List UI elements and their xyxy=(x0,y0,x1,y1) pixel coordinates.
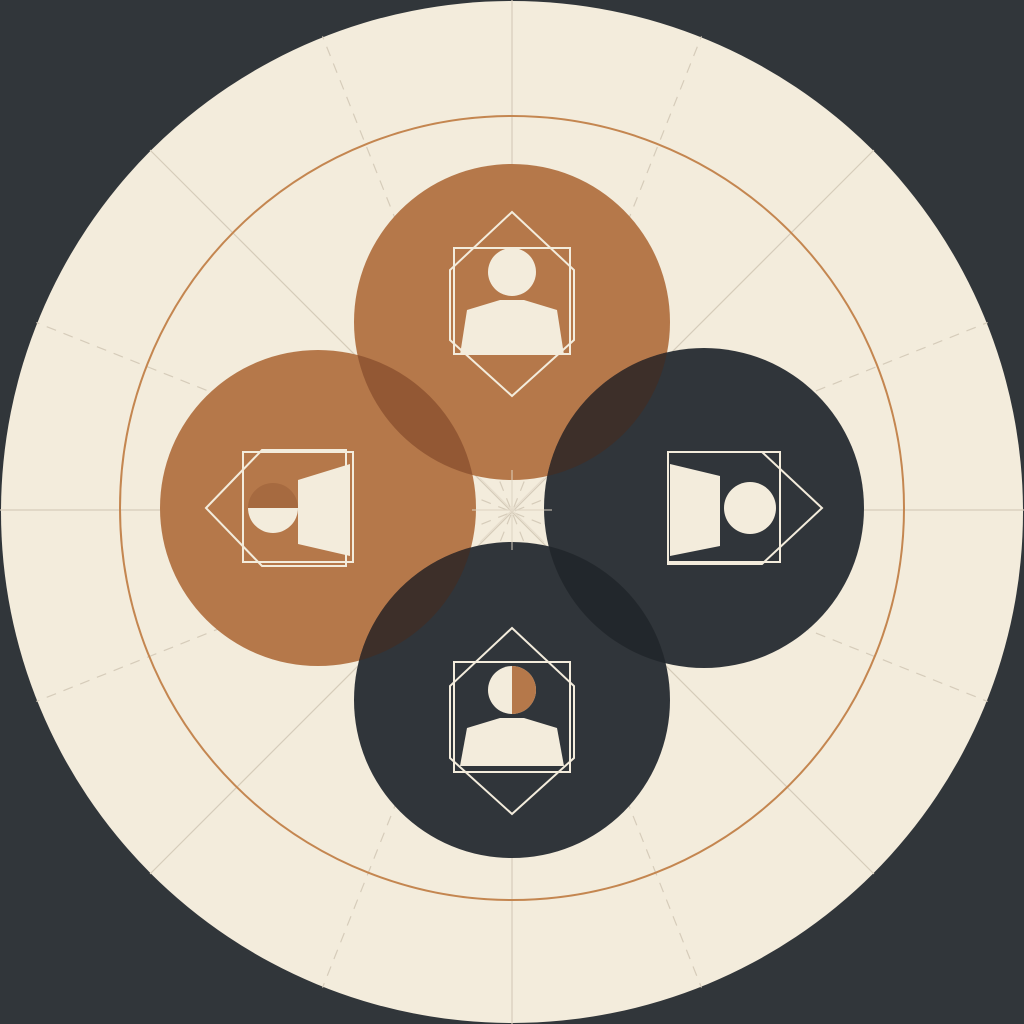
inner-ring xyxy=(119,115,905,901)
person-icon-left xyxy=(204,449,354,567)
overlap-top-left xyxy=(354,350,476,480)
overlap-right-bottom xyxy=(544,542,670,668)
center-star xyxy=(472,470,552,550)
person-icon-right xyxy=(667,451,824,565)
person-icon-bottom xyxy=(449,626,575,816)
person-icon xyxy=(449,210,575,398)
overlap-top-right xyxy=(544,348,670,480)
